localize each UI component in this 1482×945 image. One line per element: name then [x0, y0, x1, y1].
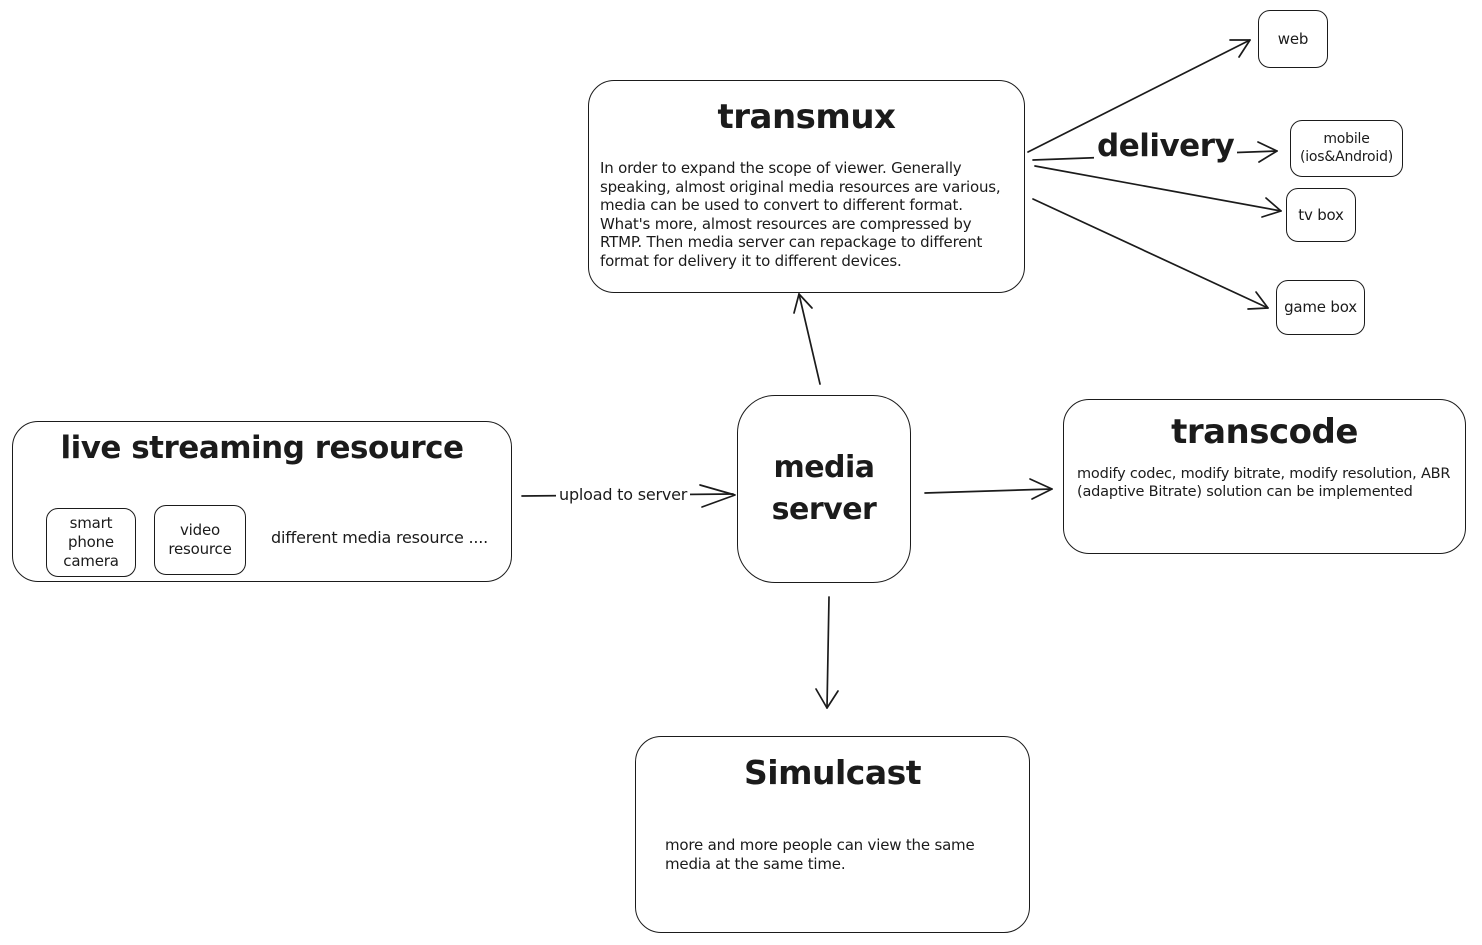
transcode-description: modify codec, modify bitrate, modify res… [1077, 466, 1451, 500]
transmux-description: In order to expand the scope of viewer. … [600, 159, 1001, 270]
arrow-transmux-to-game-box[interactable] [1032, 198, 1269, 310]
video-resource-label: video resource [168, 521, 232, 558]
live-streaming-title: live streaming resource [60, 430, 464, 466]
game-box-label: game box [1284, 298, 1357, 317]
node-mobile[interactable]: mobile (ios&Android) [1290, 120, 1403, 177]
node-transmux[interactable]: transmux In order to expand the scope of… [588, 80, 1025, 293]
node-tv-box[interactable]: tv box [1286, 188, 1356, 242]
node-game-box[interactable]: game box [1276, 280, 1365, 335]
simulcast-title: Simulcast [743, 753, 922, 792]
different-media-resource-note: different media resource .... [271, 528, 489, 547]
node-video-resource[interactable]: video resource [154, 505, 246, 575]
node-media-server[interactable]: media server [737, 395, 911, 583]
simulcast-description: more and more people can view the same m… [665, 836, 975, 873]
arrow-media-server-to-transmux[interactable] [793, 293, 821, 385]
transcode-title: transcode [1171, 412, 1358, 452]
tv-box-label: tv box [1298, 205, 1344, 224]
arrow-transmux-to-tv-box[interactable] [1034, 165, 1282, 218]
transmux-title: transmux [717, 97, 896, 137]
node-web[interactable]: web [1258, 10, 1328, 68]
arrow-media-server-to-simulcast[interactable] [815, 596, 839, 709]
upload-to-server-label: upload to server [556, 485, 691, 504]
arrow-transmux-to-web[interactable] [1027, 39, 1251, 153]
node-live-streaming-resource[interactable]: live streaming resource smart phone came… [12, 421, 512, 582]
mobile-label: mobile (ios&Android) [1299, 131, 1394, 165]
delivery-label: delivery [1094, 128, 1238, 164]
web-label: web [1277, 29, 1309, 48]
node-simulcast[interactable]: Simulcast more and more people can view … [635, 736, 1030, 933]
node-transcode[interactable]: transcode modify codec, modify bitrate, … [1063, 399, 1466, 554]
arrow-media-server-to-transcode[interactable] [924, 478, 1053, 500]
media-server-title: media server [771, 450, 877, 527]
node-smart-phone-camera[interactable]: smart phone camera [46, 508, 136, 577]
smart-phone-camera-label: smart phone camera [63, 514, 119, 570]
